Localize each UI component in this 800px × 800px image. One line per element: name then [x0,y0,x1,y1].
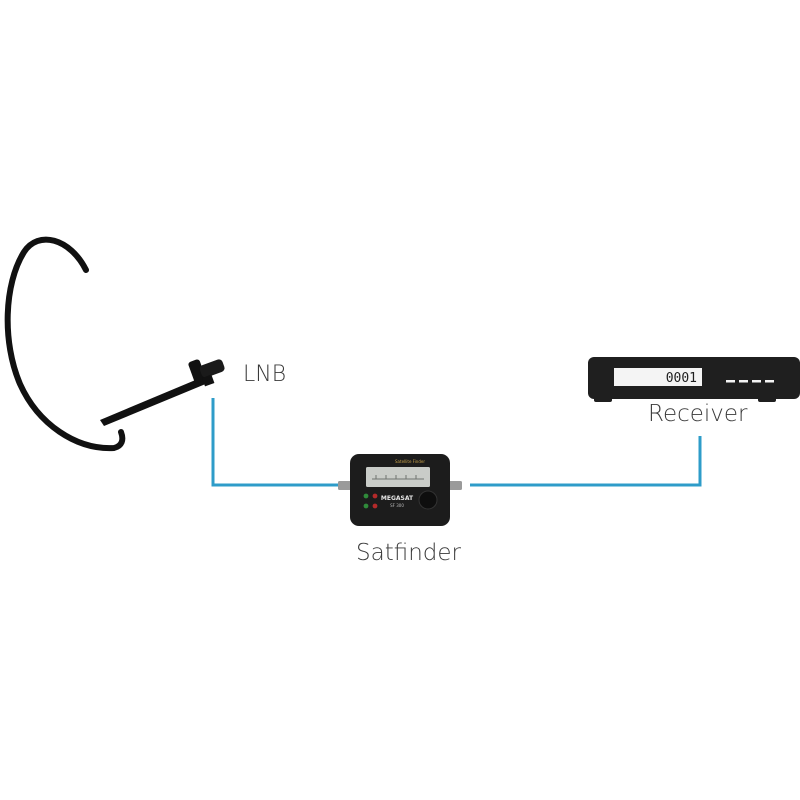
receiver-display [614,368,702,386]
receiver-foot-right [758,396,776,402]
receiver-label: Receiver [648,401,748,427]
receiver-display-text: 0001 [666,371,697,386]
satfinder-screen [366,467,430,487]
receiver-foot-left [594,396,612,402]
signal-meter-icon: Satellite Finder MEGASAT SF 300 [338,454,462,526]
lnb-label: LNB [243,362,287,387]
dish-reflector-tip [74,252,88,272]
satfinder-model: SF 300 [390,503,404,508]
satfinder-scale [372,475,424,480]
satfinder-knob [418,490,438,510]
dish-arm [100,376,208,426]
satfinder-leds [363,493,378,509]
cables [211,398,702,487]
satellite-dish-icon [4,236,225,452]
set-top-box-icon: 0001 [588,357,800,402]
dish-reflector [4,236,126,452]
satfinder-connector-right [448,481,462,490]
satfinder-connector-left [338,481,352,490]
satfinder-body [350,454,450,526]
cable-lnb-to-satfinder [211,398,338,487]
cable-satfinder-to-receiver [470,436,702,487]
receiver-button-strip [726,380,774,383]
lnb-icon [188,359,225,387]
satfinder-top-caption: Satellite Finder [395,459,425,464]
satfinder-label: Satfinder [356,540,461,566]
satfinder-brand: MEGASAT [381,495,414,502]
